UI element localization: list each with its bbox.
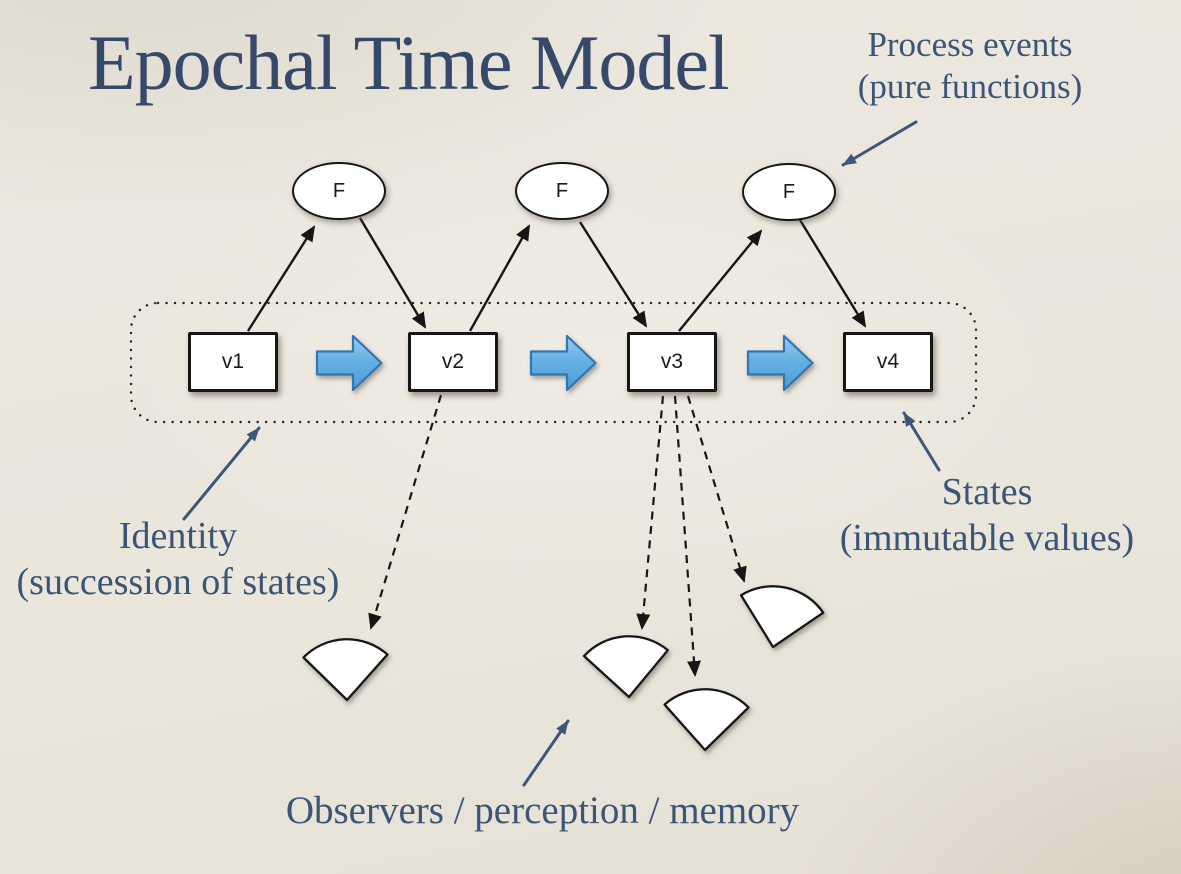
observers-label: Observers / perception / memory	[285, 789, 800, 832]
states-arrow	[902, 411, 941, 472]
states-line1: States	[941, 471, 1033, 513]
observation-edge-v3-observer4	[686, 395, 747, 583]
observer-fan-icon	[302, 638, 389, 702]
edge-f3-to-v4	[798, 219, 867, 328]
process-events-line2: (pure functions)	[857, 67, 1083, 106]
state-transition-arrow-icon	[746, 334, 814, 392]
process-node-label: F	[332, 179, 346, 202]
slide-title: Epochal Time Model	[88, 19, 730, 106]
edge-v3-to-f3	[678, 229, 763, 332]
process-node-f2: F	[515, 162, 609, 220]
edge-v2-to-f2	[468, 224, 531, 332]
edge-f2-to-v3	[578, 221, 648, 328]
state-node-label: v4	[876, 350, 900, 373]
state-transition-arrow-icon	[315, 334, 383, 392]
identity-arrow	[182, 426, 261, 521]
observer-fan-icon	[663, 688, 750, 752]
process-events-line1: Process events	[867, 25, 1073, 64]
observation-edge-v3-observer3	[673, 395, 701, 677]
observer-fan-icon	[739, 585, 825, 649]
state-node-v2: v2	[408, 332, 498, 392]
identity-line1: Identity	[118, 515, 238, 557]
observation-edge-v2-observer1	[368, 394, 443, 630]
process-node-label: F	[555, 179, 569, 202]
observers-arrow	[522, 719, 570, 787]
state-node-label: v1	[221, 350, 245, 373]
states-line2: (immutable values)	[839, 516, 1135, 559]
edge-v1-to-f1	[246, 225, 316, 332]
state-node-v1: v1	[188, 332, 278, 392]
process-node-f3: F	[742, 163, 836, 221]
process-node-label: F	[782, 180, 796, 203]
process-events-label: Process events (pure functions)	[810, 24, 1130, 108]
state-node-v3: v3	[627, 332, 717, 392]
identity-line2: (succession of states)	[16, 560, 340, 603]
identity-label: Identity (succession of states)	[0, 514, 362, 605]
state-node-label: v2	[441, 350, 465, 373]
states-label: States (immutable values)	[798, 470, 1176, 561]
observation-edge-v3-observer2	[636, 395, 665, 630]
state-transition-arrow-icon	[529, 334, 597, 392]
observer-fan-icon	[582, 635, 669, 699]
process-node-f1: F	[292, 162, 386, 220]
process-events-arrow	[841, 120, 918, 167]
edge-f1-to-v2	[358, 217, 427, 329]
state-node-v4: v4	[843, 332, 933, 392]
state-node-label: v3	[660, 350, 684, 373]
